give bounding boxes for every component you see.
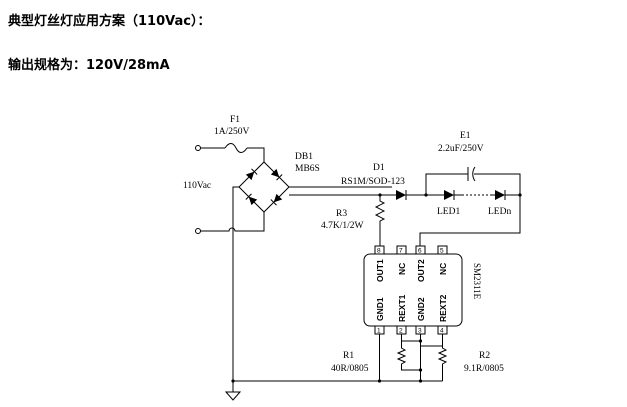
r2-ref: R2 — [479, 351, 490, 361]
e1-value: 2.2uF/250V — [438, 144, 484, 154]
pin-number: 5 — [440, 248, 444, 255]
led1-label: LED1 — [437, 207, 460, 217]
ic-pin-5: 5 NC — [437, 245, 448, 275]
pin-number: 7 — [399, 248, 403, 255]
r2-value: 9.1R/0805 — [464, 364, 504, 374]
r1-value: 40R/0805 — [331, 364, 369, 374]
resistor-r3: R3 4.7K/1/2W — [321, 193, 386, 246]
output-spec: 输出规格为：120V/28mA — [8, 58, 170, 73]
resistor-r2: R2 9.1R/0805 — [420, 334, 504, 381]
pin-label: NC — [438, 263, 448, 275]
pin-number: 6 — [418, 248, 422, 255]
ic-pin-6: 6 OUT2 — [415, 245, 426, 282]
ic-pin-8: 8 OUT1 — [374, 245, 385, 282]
input-voltage-label: 110Vac — [183, 181, 211, 191]
ic-pin-7: 7 NC — [396, 245, 407, 275]
pin-number: 8 — [377, 248, 381, 255]
pin-number: 3 — [418, 328, 422, 335]
d1-value: RS1M/SOD-123 — [341, 177, 405, 187]
r3-value: 4.7K/1/2W — [321, 221, 364, 231]
bridge-ref: DB1 — [295, 152, 313, 162]
e1-ref: E1 — [460, 131, 471, 141]
pin-label: OUT1 — [375, 259, 385, 282]
ic-sm2311e: SM2311E 8 OUT1 7 NC 6 OUT2 5 NC 1 GND1 — [363, 245, 482, 335]
pin-label: OUT2 — [416, 259, 426, 282]
pin-number: 1 — [377, 328, 381, 335]
fuse-f1: F1 1A/250V — [214, 115, 250, 153]
pin-number: 2 — [399, 328, 403, 335]
d1-ref: D1 — [373, 163, 385, 173]
bridge-rectifier-db1: DB1 MB6S — [238, 152, 320, 213]
ic-part-number: SM2311E — [472, 263, 482, 300]
diode-d1: D1 RS1M/SOD-123 — [341, 163, 407, 200]
ac-input: 110Vac — [183, 145, 211, 234]
page-title: 典型灯丝灯应用方案（110Vac）： — [8, 14, 211, 29]
pin-number: 4 — [440, 328, 444, 335]
ic-pin-2: 2 REXT1 — [396, 294, 407, 335]
pin-label: NC — [397, 263, 407, 275]
ground-icon — [224, 381, 242, 401]
capacitor-e1: E1 2.2uF/250V — [425, 131, 521, 195]
ic-pin-4: 4 REXT2 — [437, 294, 448, 335]
resistor-r1: R1 40R/0805 — [331, 334, 421, 374]
ic-pin-1: 1 GND1 — [374, 297, 385, 335]
ledn-label: LEDn — [488, 207, 511, 217]
fuse-value: 1A/250V — [214, 127, 250, 137]
r3-ref: R3 — [336, 209, 347, 219]
pin-label: GND1 — [375, 297, 385, 321]
bridge-value: MB6S — [295, 164, 320, 174]
fuse-ref: F1 — [230, 115, 240, 125]
pin-label: REXT2 — [438, 294, 448, 322]
ic-pin-3: 3 GND2 — [415, 297, 426, 335]
r1-ref: R1 — [343, 351, 354, 361]
led-string: LED1 LEDn — [426, 190, 520, 217]
pin-label: GND2 — [416, 297, 426, 321]
pin-label: REXT1 — [397, 294, 407, 322]
